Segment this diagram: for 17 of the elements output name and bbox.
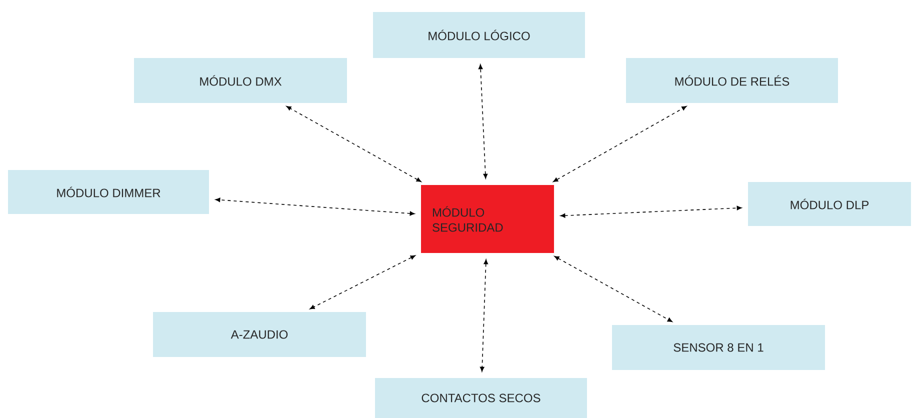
arrow [310, 255, 416, 310]
arrow [480, 259, 488, 372]
arrow [215, 198, 415, 216]
module-box: MÓDULO DMX [134, 58, 347, 103]
module-box: A-ZAUDIO [153, 312, 366, 357]
module-box: MÓDULO DE RELÉS [626, 58, 838, 103]
arrow [560, 206, 742, 218]
module-box: MÓDULO DIMMER [8, 170, 209, 214]
arrow [478, 64, 488, 179]
arrow [554, 256, 672, 322]
arrow [553, 106, 687, 182]
highlighted-box: MÓDULO SEGURIDAD [421, 185, 554, 253]
module-box: MÓDULO DLP [748, 182, 911, 226]
module-box: SENSOR 8 EN 1 [612, 325, 825, 370]
module-box: MÓDULO LÓGICO [373, 12, 585, 58]
module-box: CONTACTOS SECOS [375, 378, 587, 418]
arrow [286, 106, 422, 182]
